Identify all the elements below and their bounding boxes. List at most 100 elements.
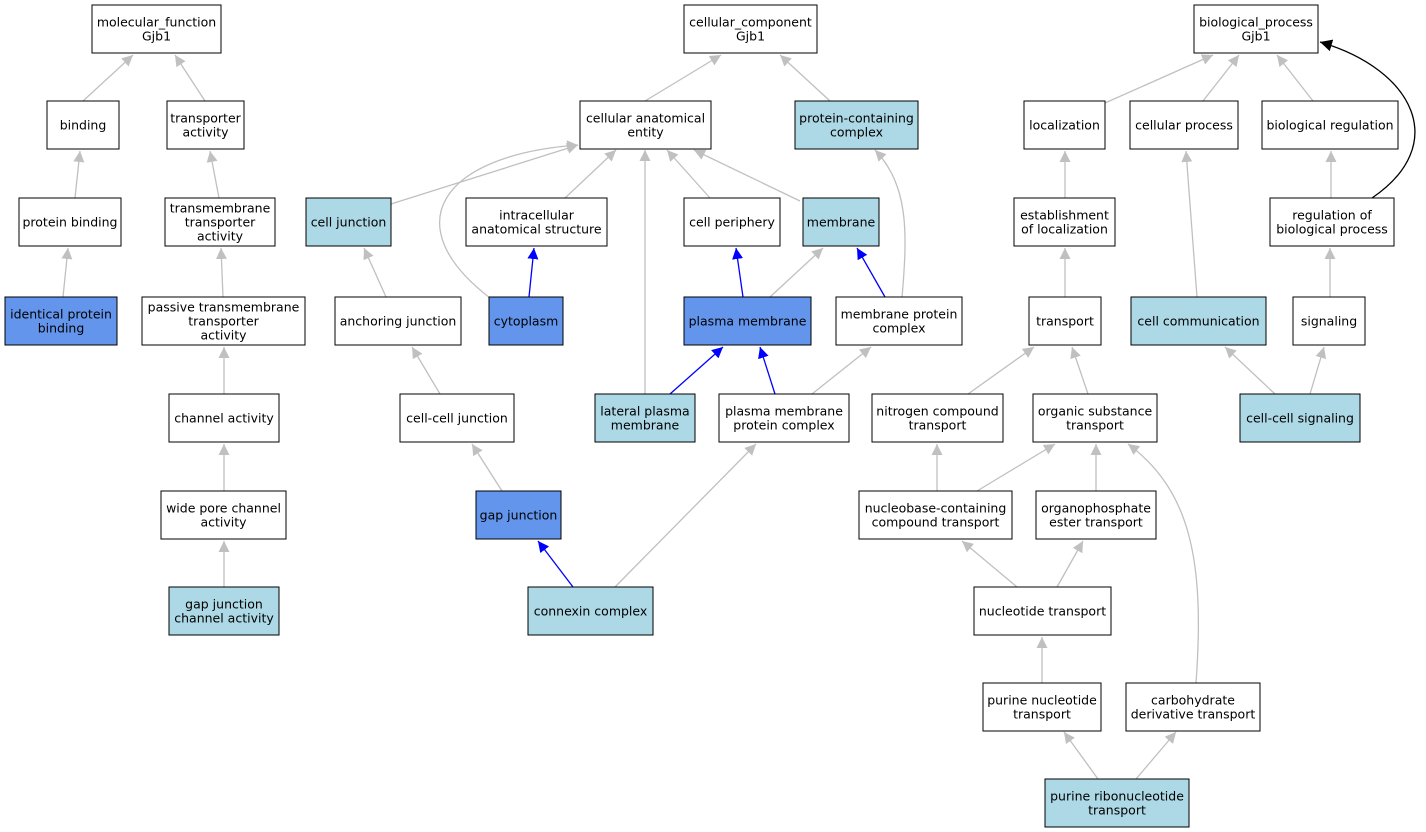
node-box: [835, 296, 963, 346]
node-label: activity: [197, 229, 244, 244]
node-box: [1023, 100, 1106, 150]
node-label: membrane protein: [841, 307, 958, 322]
node-gap-junction[interactable]: gap junction: [475, 490, 562, 540]
edge-gap_junction-to-cc_junction: [471, 443, 503, 492]
node-cell-periphery[interactable]: cell periphery: [683, 197, 781, 247]
edges-layer: [61, 39, 1416, 780]
node-box: [1032, 393, 1158, 443]
node-label: identical protein: [10, 307, 112, 322]
edge-mpc-to-membrane: [856, 247, 886, 298]
edge-bio_regulation-to-bp: [1276, 54, 1314, 102]
node-box: [1261, 100, 1399, 150]
node-label: ester transport: [1049, 515, 1143, 530]
node-box: [579, 100, 712, 150]
node-label: complex: [873, 321, 926, 336]
node-box: [399, 393, 515, 443]
node-label: binding: [60, 118, 107, 133]
node-label: of localization: [1021, 222, 1108, 237]
node-transport[interactable]: transport: [1028, 296, 1102, 346]
edge-protein_binding-to-binding: [73, 150, 85, 199]
edge-reg_bp-to-bp: [1319, 39, 1416, 199]
node-label: cellular anatomical: [586, 111, 705, 126]
edge-localization-to-bp: [1104, 54, 1214, 104]
node-protein-binding[interactable]: protein binding: [18, 197, 122, 247]
edge-tm_transporter-to-transporter_activity: [206, 150, 220, 199]
node-label: nucleotide transport: [979, 604, 1106, 619]
node-plasma-membrane[interactable]: plasma membrane: [683, 296, 812, 346]
node-cell-junction[interactable]: cell junction: [305, 197, 392, 247]
node-anchoring-junction[interactable]: anchoring junction: [334, 296, 462, 346]
node-bio-regulation[interactable]: biological regulation: [1261, 100, 1399, 150]
node-box: [1292, 296, 1366, 346]
node-label: transport: [1036, 314, 1094, 329]
node-membrane[interactable]: membrane: [802, 197, 880, 247]
node-label: protein-containing: [799, 111, 914, 126]
edge-membrane-to-cae: [693, 149, 801, 202]
node-box: [305, 197, 392, 247]
node-box: [168, 586, 280, 636]
node-connexin[interactable]: connexin complex: [527, 586, 654, 636]
node-box: [18, 197, 122, 247]
node-binding[interactable]: binding: [46, 100, 120, 150]
node-label: carbohydrate: [1151, 693, 1235, 708]
node-box: [91, 4, 222, 54]
node-label: membrane: [611, 418, 680, 433]
node-box: [871, 393, 1004, 443]
node-cell-communication[interactable]: cell communication: [1130, 296, 1267, 346]
node-label: organic substance: [1038, 404, 1153, 419]
node-label: molecular_function: [97, 15, 216, 30]
node-label: connexin complex: [534, 604, 648, 619]
node-localization[interactable]: localization: [1023, 100, 1106, 150]
node-box: [1125, 682, 1261, 732]
node-signaling[interactable]: signaling: [1292, 296, 1366, 346]
node-cellular-process[interactable]: cellular process: [1129, 100, 1239, 150]
edge-lateral_pm-to-plasma_membrane: [669, 346, 724, 395]
node-box: [164, 197, 276, 247]
node-nucleotide-transport[interactable]: nucleotide transport: [973, 586, 1112, 636]
node-label: anatomical structure: [471, 222, 601, 237]
node-label: localization: [1029, 118, 1100, 133]
node-box: [166, 100, 245, 150]
node-box: [527, 586, 654, 636]
node-box: [794, 100, 919, 150]
node-cc-signaling[interactable]: cell-cell signaling: [1239, 393, 1361, 443]
node-box: [1193, 4, 1319, 54]
node-label: gap junction: [480, 508, 558, 523]
node-channel-activity[interactable]: channel activity: [168, 393, 280, 443]
node-label: cellular process: [1135, 118, 1233, 133]
node-cytoplasm[interactable]: cytoplasm: [488, 296, 564, 346]
node-box: [46, 100, 120, 150]
node-box: [973, 586, 1112, 636]
edge-nucleotide_transport-to-organophosphate: [1056, 540, 1084, 588]
node-label: regulation of: [1292, 208, 1372, 223]
edge-cae-to-cc: [644, 54, 722, 102]
node-label: transport: [1066, 418, 1124, 433]
node-cc-junction[interactable]: cell-cell junction: [399, 393, 515, 443]
node-box: [594, 393, 696, 443]
